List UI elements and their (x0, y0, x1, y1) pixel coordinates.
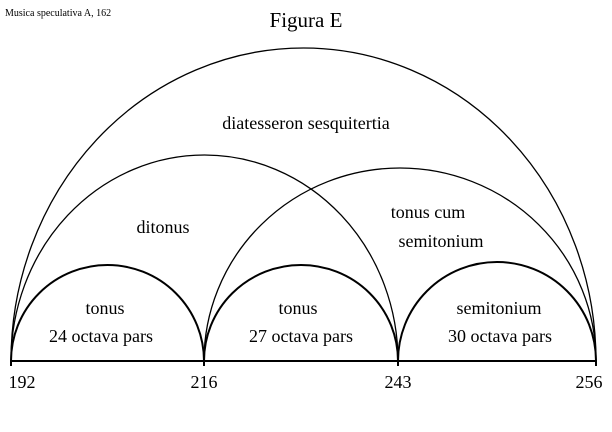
value-256: 256 (576, 372, 603, 392)
arc-tonus-cum-semitonium (203, 167, 597, 362)
label-diatesseron: diatesseron sesquitertia (222, 113, 389, 133)
label-semitonium-large: semitonium (399, 231, 484, 251)
arc-diatesseron (10, 47, 597, 362)
label-semitonium-small: semitonium (457, 298, 542, 318)
arc-ditonus (10, 154, 399, 362)
arc-tonus-2 (203, 264, 399, 362)
label-27-octava: 27 octava pars (249, 326, 353, 346)
value-192: 192 (9, 372, 36, 392)
label-tonus-2: tonus (278, 298, 317, 318)
arc-semitonium (397, 261, 597, 362)
value-216: 216 (191, 372, 218, 392)
arc-tonus-1 (10, 264, 205, 362)
figure-title: Figura E (270, 8, 343, 32)
label-tonus-cum: tonus cum (391, 202, 466, 222)
label-tonus-1: tonus (85, 298, 124, 318)
value-243: 243 (385, 372, 412, 392)
label-24-octava: 24 octava pars (49, 326, 153, 346)
label-ditonus: ditonus (136, 217, 189, 237)
source-label: Musica speculativa A, 162 (5, 8, 111, 19)
label-30-octava: 30 octava pars (448, 326, 552, 346)
